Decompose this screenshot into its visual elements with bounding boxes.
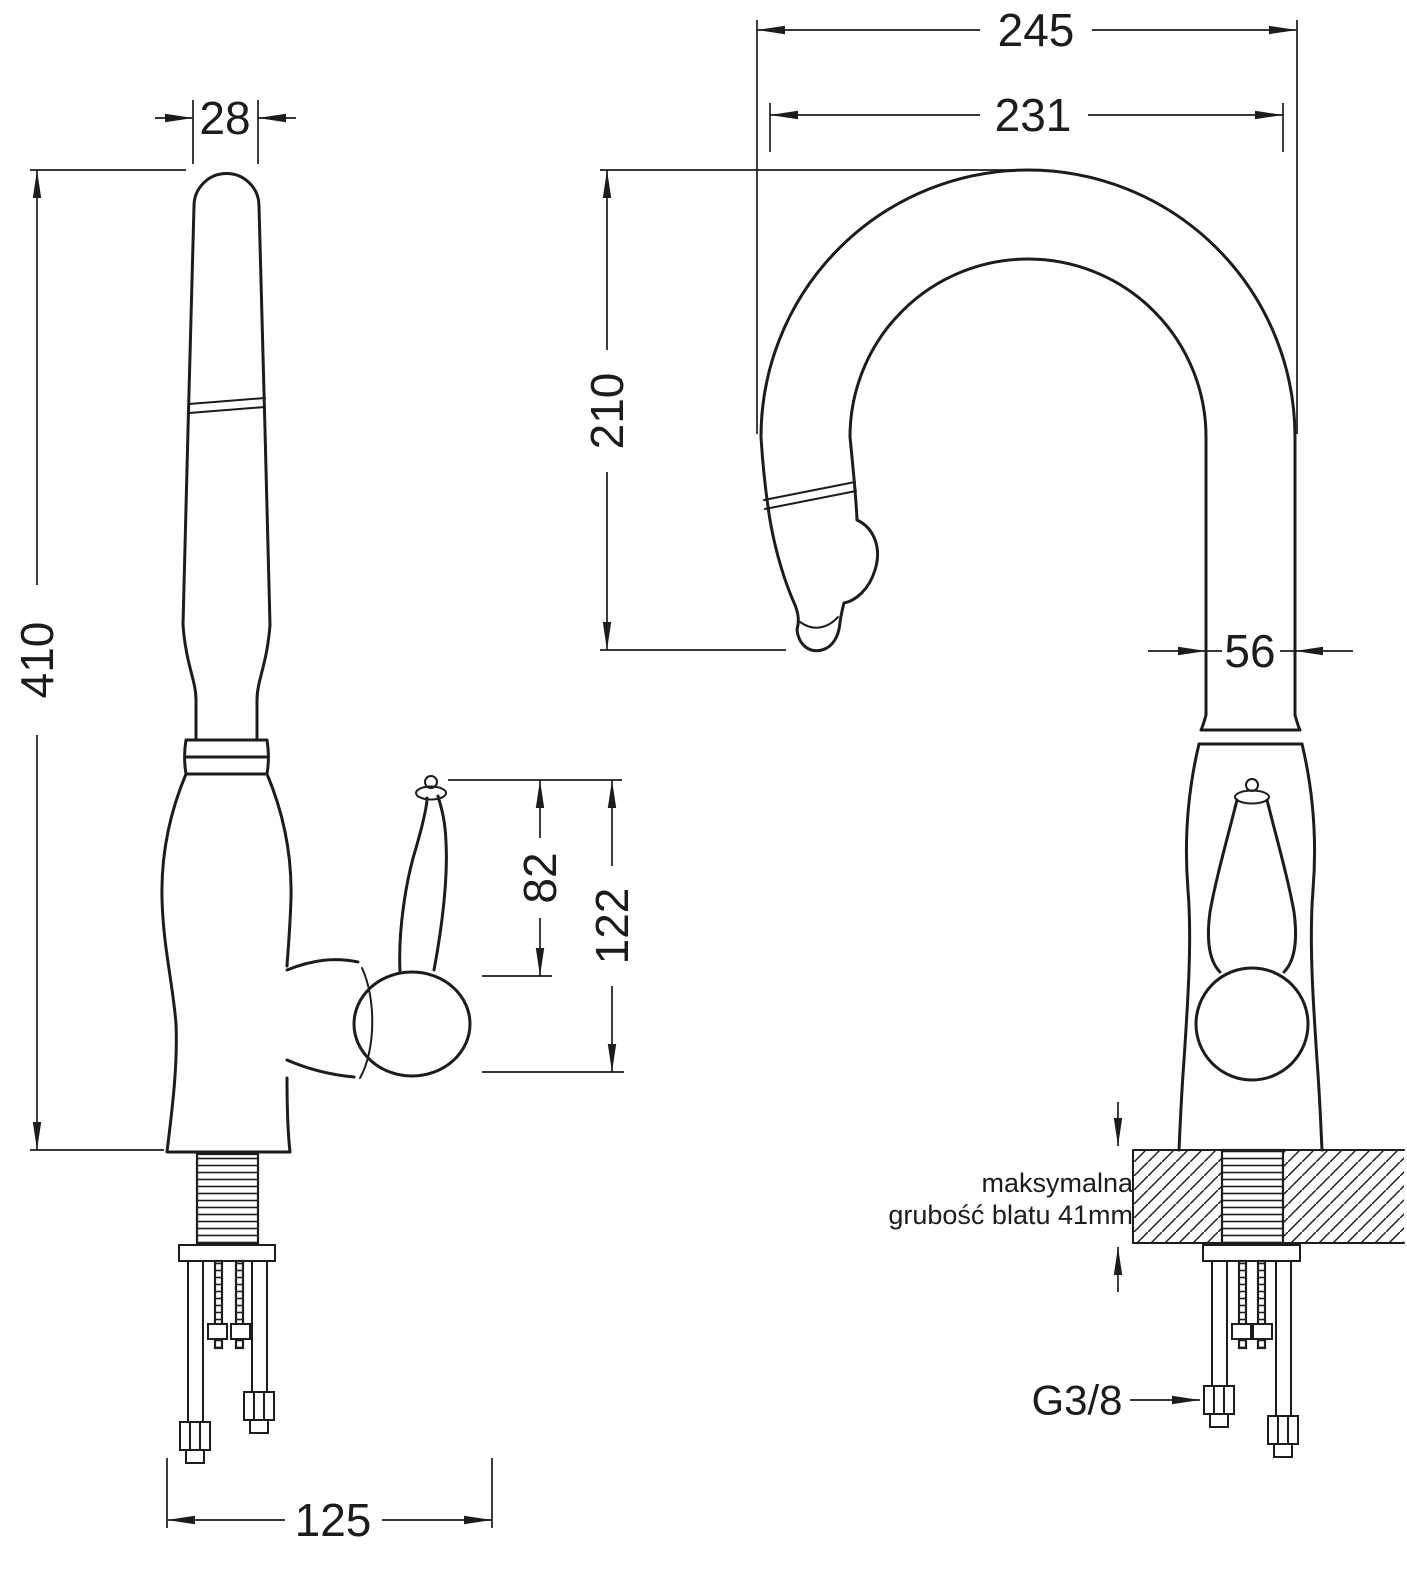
dim-label-28: 28: [199, 92, 250, 144]
side-body: [160, 772, 293, 1154]
dim-label-125: 125: [295, 1494, 372, 1546]
front-hose-left-tip: [1209, 1413, 1229, 1428]
side-hose-left: [187, 1260, 204, 1423]
side-stud-nut-right: [230, 1323, 251, 1340]
front-spray-seam: [763, 481, 857, 510]
front-hose-right: [1275, 1260, 1292, 1417]
countertop-hatch-right: [1283, 1150, 1404, 1243]
front-stud-nut-left: [1231, 1323, 1252, 1340]
front-handle-lever: [1206, 798, 1298, 974]
front-stud-left: [1237, 1259, 1248, 1350]
dimension-body-width: 56: [1148, 625, 1353, 677]
front-threaded-shank: [1220, 1148, 1285, 1245]
dimension-overall-reach: 245: [756, 4, 1298, 434]
dimension-spout-tip-width: 28: [155, 92, 296, 164]
side-stud-nut-left: [207, 1323, 228, 1340]
front-spray-head: [759, 435, 880, 653]
dim-label-210: 210: [581, 373, 633, 450]
countertop-hatch-left: [1133, 1150, 1222, 1243]
side-handle-arm: [285, 958, 360, 1079]
front-mounting-plate: [1202, 1244, 1301, 1262]
counter-thickness-line1: maksymalna: [981, 1168, 1134, 1198]
front-spout-pipe: [1204, 435, 1297, 717]
annotation-counter-thickness: maksymalna grubość blatu 41mm: [888, 1102, 1134, 1292]
dimension-spout-drop: 210: [581, 169, 1024, 651]
front-hose-left-nut-facets: [1213, 1385, 1225, 1415]
front-collar: [1197, 713, 1304, 746]
dim-label-122: 122: [586, 888, 638, 965]
front-spray-nozzle-line: [799, 616, 839, 629]
annotation-thread-size: G3/8: [1031, 1377, 1200, 1424]
front-stud-nut-right: [1252, 1323, 1273, 1340]
side-hose-right-nut: [243, 1391, 275, 1421]
side-view-faucet: [160, 172, 472, 1464]
dim-label-245: 245: [998, 4, 1075, 56]
front-stud-right: [1256, 1259, 1267, 1350]
dim-label-231: 231: [995, 89, 1072, 141]
dimension-handle-total-height: 122: [482, 780, 638, 1073]
front-view-faucet: [759, 168, 1405, 1458]
side-handle-pivot: [352, 970, 472, 1078]
front-hose-left: [1211, 1260, 1228, 1387]
side-hose-right: [251, 1260, 268, 1393]
side-spout-outline: [181, 172, 272, 742]
dimension-handle-height: 82: [448, 779, 622, 977]
side-handle-lever: [398, 794, 448, 974]
dimension-base-span: 125: [166, 1458, 493, 1546]
dim-label-82: 82: [514, 852, 566, 903]
side-handle-joint: [359, 967, 374, 1079]
side-stud-right: [234, 1259, 245, 1350]
side-mounting-plate: [178, 1244, 276, 1262]
front-handle-disc: [1234, 789, 1270, 805]
dim-label-410: 410: [11, 622, 63, 699]
side-threaded-shank: [195, 1152, 260, 1246]
dimension-spout-reach: 231: [769, 89, 1284, 152]
side-hose-right-nut-facets: [253, 1391, 265, 1421]
front-hose-right-nut-facets: [1277, 1415, 1289, 1445]
side-stud-left: [213, 1259, 224, 1350]
side-hose-left-tip: [185, 1449, 205, 1464]
side-hose-left-nut-facets: [189, 1421, 201, 1451]
front-spout-inner-arc: [848, 257, 1208, 439]
side-spout-seam: [188, 397, 266, 414]
front-hose-right-tip: [1273, 1443, 1293, 1458]
side-handle-disc: [415, 785, 447, 801]
front-spout-outer-arc: [759, 168, 1297, 439]
front-handle-pivot: [1194, 966, 1310, 1082]
front-handle-knob: [1245, 778, 1259, 792]
dim-label-56: 56: [1224, 625, 1275, 677]
counter-thickness-line2: grubość blatu 41mm: [888, 1200, 1133, 1230]
side-hose-right-tip: [249, 1419, 269, 1434]
side-handle-knob: [424, 775, 438, 789]
dimension-total-height: 410: [11, 169, 186, 1151]
front-hose-left-nut: [1203, 1385, 1235, 1415]
thread-size-label: G3/8: [1031, 1377, 1122, 1424]
side-collar: [183, 738, 270, 776]
front-body: [1177, 742, 1324, 1152]
side-hose-left-nut: [179, 1421, 211, 1451]
front-hose-right-nut: [1267, 1415, 1299, 1445]
